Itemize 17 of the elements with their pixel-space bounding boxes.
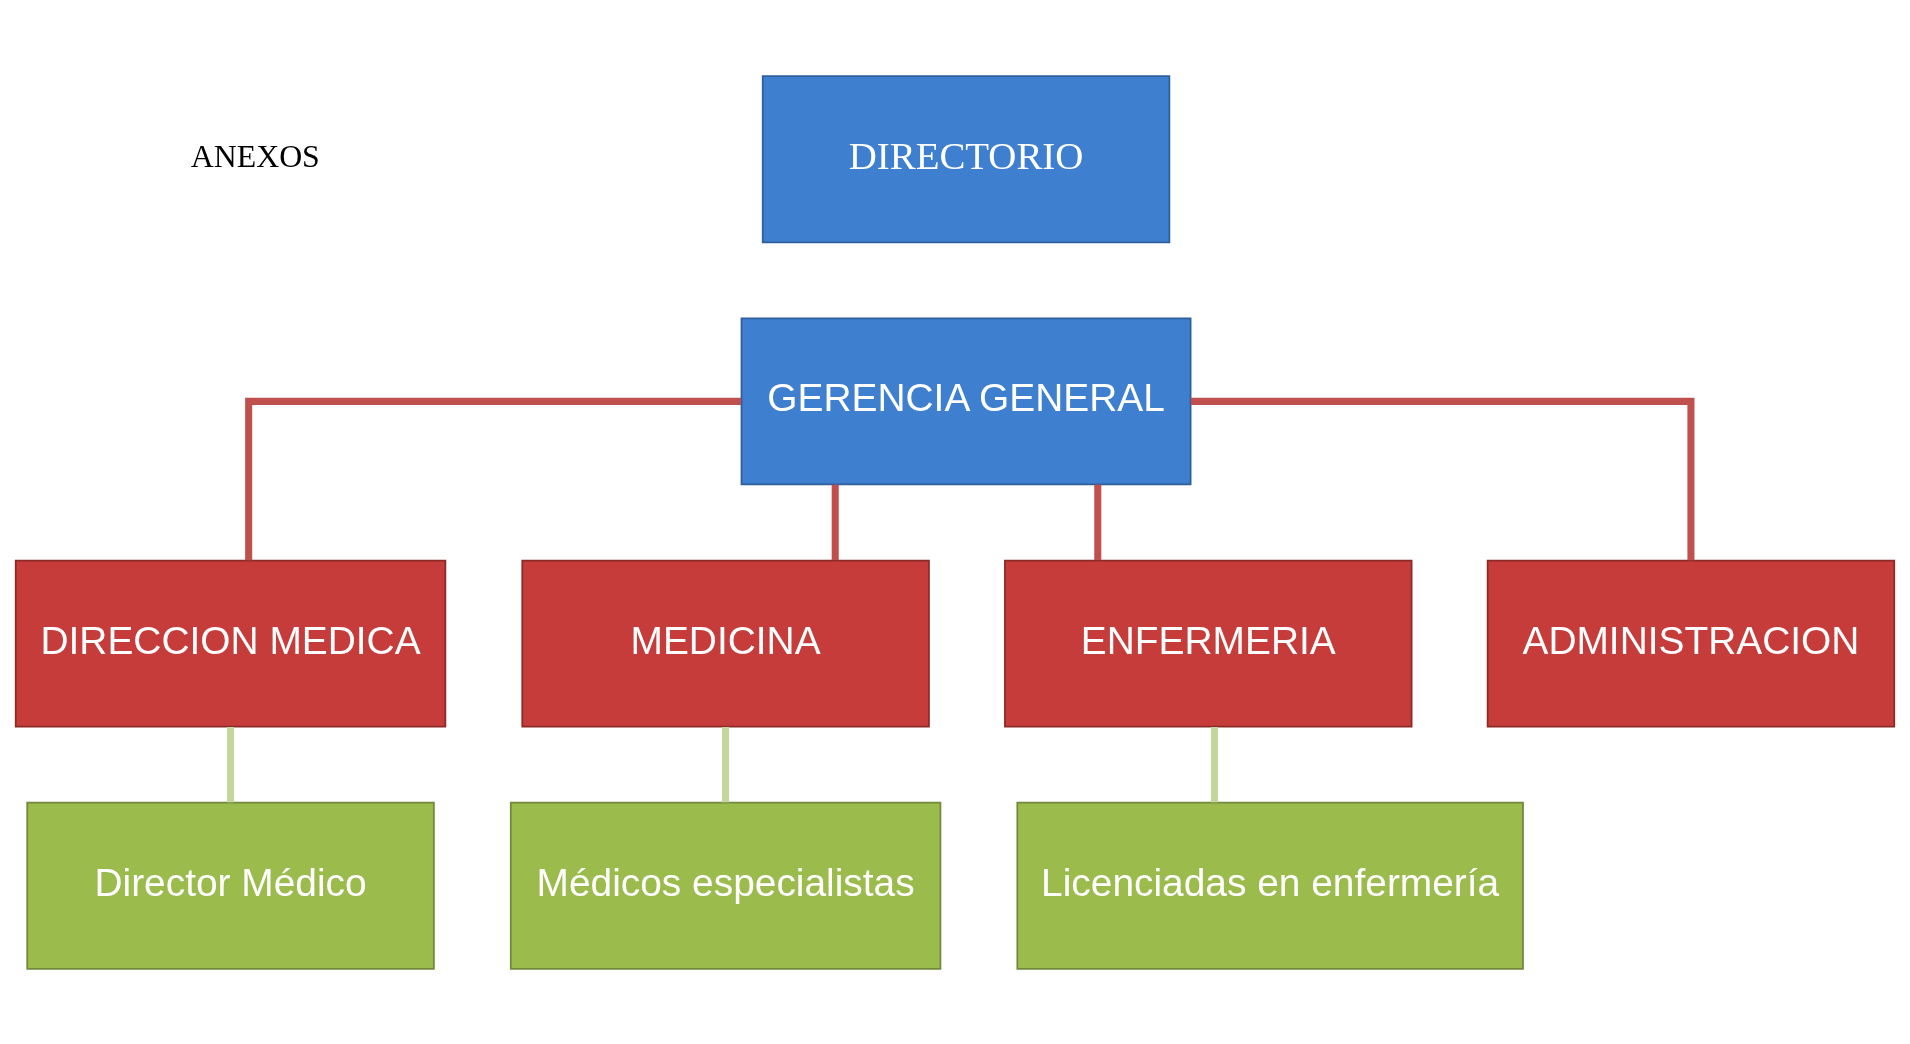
- connector: [245, 397, 742, 560]
- node-box: Licenciadas en enfermería: [1016, 801, 1524, 970]
- connector: [1094, 484, 1102, 560]
- connector: [831, 484, 839, 560]
- label: ANEXOS: [190, 138, 320, 174]
- node-box: ADMINISTRACION: [1486, 559, 1896, 728]
- connector: [1190, 397, 1695, 560]
- node-box: DIRECCION MEDICA: [14, 559, 447, 728]
- node-box: Director Médico: [26, 801, 435, 970]
- node-box: Médicos especialistas: [509, 801, 942, 970]
- connector: [722, 726, 730, 802]
- node-box: GERENCIA GENERAL: [740, 316, 1192, 485]
- connector: [227, 726, 235, 802]
- node-box: DIRECTORIO: [761, 74, 1171, 243]
- connector: [1210, 726, 1218, 802]
- node-box: ENFERMERIA: [1004, 559, 1413, 728]
- node-box: MEDICINA: [521, 559, 930, 728]
